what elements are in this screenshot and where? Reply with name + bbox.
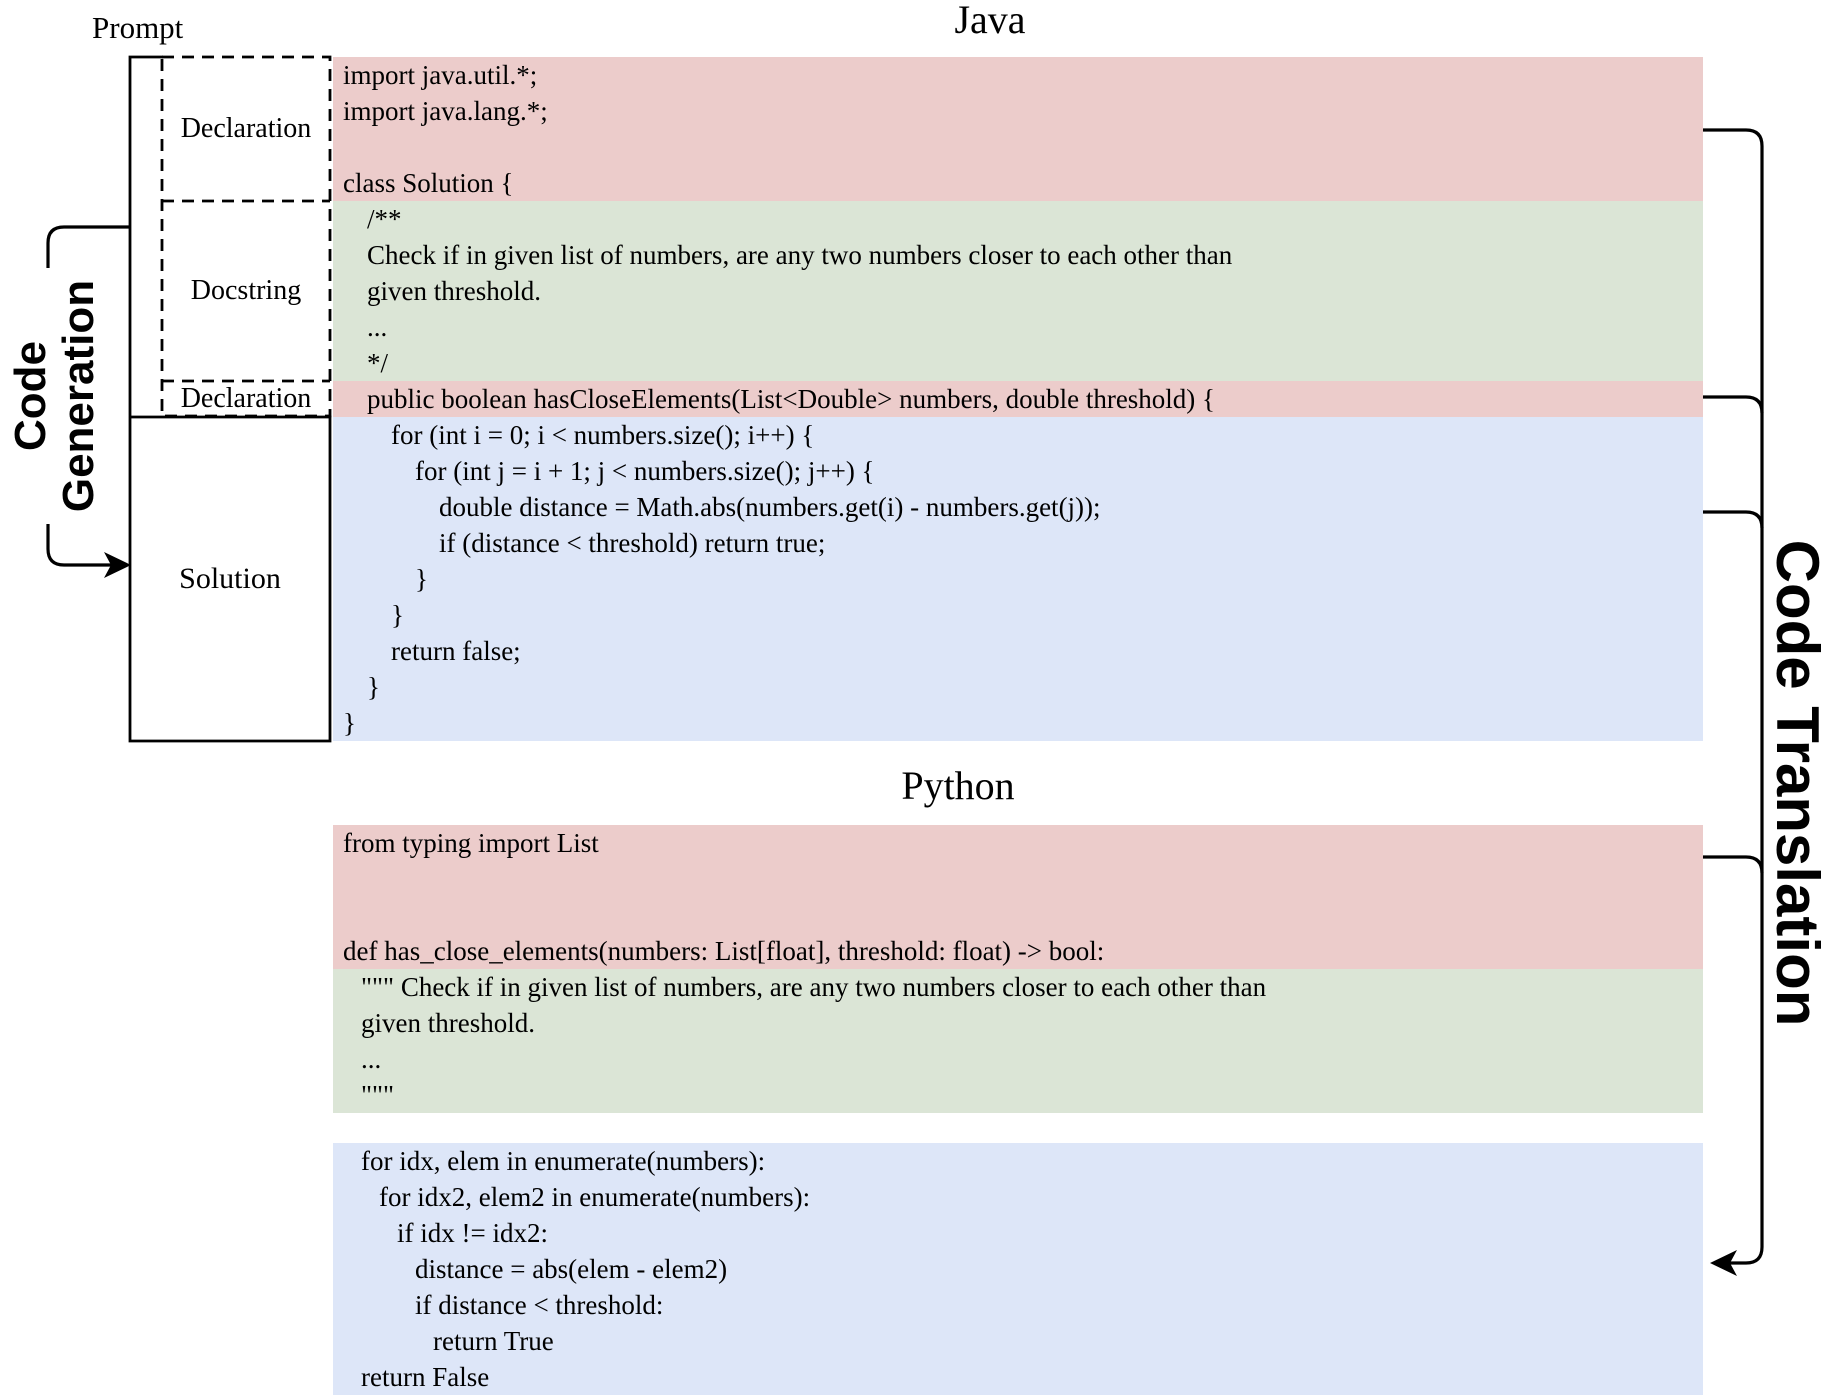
code-line: import java.util.*;	[343, 60, 538, 90]
section-label-declaration-1: Declaration	[180, 113, 312, 144]
code-line: return False	[361, 1362, 490, 1392]
translation-connector-python-declaration	[1703, 855, 1764, 874]
java-docstring-block: /** Check if in given list of numbers, ar…	[333, 201, 1703, 381]
code-line: Check if in given list of numbers, are a…	[367, 240, 1233, 270]
python-declaration-block: from typing import List def has_close_ele…	[333, 825, 1703, 969]
python-docstring-block: """ Check if in given list of numbers, a…	[333, 969, 1703, 1113]
code-line: ...	[367, 312, 388, 342]
code-line	[333, 861, 1703, 897]
code-line	[333, 129, 1703, 165]
java-title: Java	[954, 0, 1026, 42]
code-line: if (distance < threshold) return true;	[439, 528, 826, 558]
python-title: Python	[901, 763, 1015, 808]
code-generation-label-line1: Code	[6, 341, 55, 451]
solution-label: Solution	[179, 562, 281, 595]
code-line: }	[391, 600, 404, 630]
code-line: return false;	[391, 636, 521, 666]
code-line: public boolean hasCloseElements(List<Dou…	[367, 384, 1216, 414]
code-line: /**	[367, 204, 402, 234]
code-translation-line	[1703, 128, 1764, 1265]
code-line: """	[361, 1080, 395, 1110]
code-line: for idx2, elem2 in enumerate(numbers):	[379, 1182, 811, 1212]
code-line: for (int j = i + 1; j < numbers.size(); …	[415, 456, 875, 486]
code-line: """ Check if in given list of numbers, a…	[361, 972, 1267, 1002]
section-label-docstring: Docstring	[190, 275, 302, 306]
translation-connector-declaration-2	[1703, 395, 1764, 414]
code-line: given threshold.	[367, 276, 541, 306]
python-solution-block: for idx, elem in enumerate(numbers): for …	[333, 1143, 1703, 1395]
code-line: for idx, elem in enumerate(numbers):	[361, 1146, 766, 1176]
code-line: ...	[361, 1044, 382, 1074]
code-line: from typing import List	[343, 828, 599, 858]
code-line: for (int i = 0; i < numbers.size(); i++)…	[391, 420, 815, 450]
code-translation-label: Code Translation	[1764, 539, 1830, 1027]
code-line: def has_close_elements(numbers: List[flo…	[343, 936, 1105, 966]
code-line: if distance < threshold:	[415, 1290, 664, 1320]
code-line: distance = abs(elem - elem2)	[415, 1254, 728, 1284]
code-line: return True	[433, 1326, 554, 1356]
code-line	[333, 897, 1703, 933]
code-line: if idx != idx2:	[397, 1218, 548, 1248]
code-generation-arrowhead	[104, 552, 131, 578]
code-generation-label: Code Generation	[6, 256, 103, 536]
code-line: */	[367, 348, 389, 378]
translation-connector-java-solution	[1703, 510, 1764, 529]
java-declaration-block: import java.util.*; import java.lang.*; cl…	[333, 57, 1703, 201]
prompt-label: Prompt	[92, 10, 184, 45]
java-signature-block: public boolean hasCloseElements(List<Dou…	[333, 381, 1703, 417]
code-line: double distance = Math.abs(numbers.get(i…	[439, 492, 1101, 522]
code-generation-label-line2: Generation	[54, 279, 103, 513]
section-label-declaration-2: Declaration	[180, 383, 312, 414]
code-line: }	[343, 708, 356, 738]
code-line: given threshold.	[361, 1008, 535, 1038]
code-line: import java.lang.*;	[343, 96, 548, 126]
code-line: class Solution {	[343, 168, 514, 198]
code-translation-arrowhead	[1710, 1250, 1737, 1276]
java-solution-block: for (int i = 0; i < numbers.size(); i++)…	[333, 417, 1703, 741]
code-line: }	[415, 564, 428, 594]
code-line: }	[367, 672, 380, 702]
